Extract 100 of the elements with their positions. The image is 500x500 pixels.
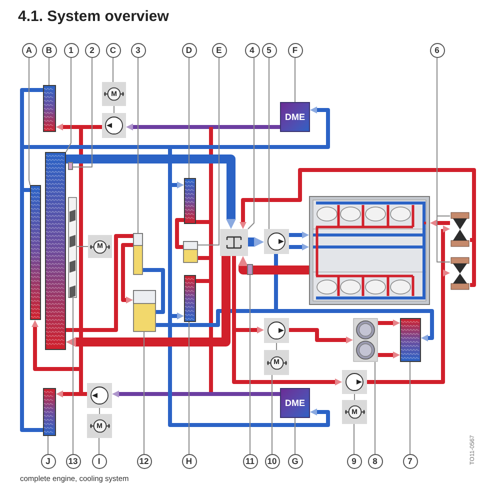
coolant-pipe bbox=[289, 244, 309, 250]
coolant-pipe bbox=[211, 392, 280, 396]
callout-number: 2 bbox=[84, 43, 100, 58]
leader-line bbox=[72, 298, 74, 454]
coolant-pipe bbox=[56, 124, 81, 130]
leader-line bbox=[248, 58, 254, 230]
callout-number: 7 bbox=[402, 454, 418, 469]
callout-number: I bbox=[92, 454, 106, 469]
callout-number: 11 bbox=[242, 454, 258, 469]
coolant-pipe bbox=[196, 279, 211, 283]
leader-line bbox=[28, 58, 30, 186]
callout-number: A bbox=[22, 43, 36, 58]
callout-number: 12 bbox=[136, 454, 152, 469]
coolant-pipe bbox=[79, 369, 83, 394]
heat-exchanger bbox=[43, 85, 56, 132]
coolant-pipe bbox=[248, 237, 264, 247]
coolant-pipe bbox=[170, 106, 330, 149]
coolant-pipe bbox=[198, 256, 211, 260]
leader-line bbox=[188, 58, 190, 178]
diagram-title: 4.1. System overview bbox=[18, 8, 169, 27]
callout-number: C bbox=[106, 43, 120, 58]
coolant-pipe bbox=[32, 320, 81, 371]
coolant-pipe bbox=[20, 190, 43, 432]
coolant-pipe bbox=[168, 185, 172, 316]
heat-exchanger bbox=[184, 275, 196, 322]
coolant-pipe bbox=[232, 256, 236, 330]
leader-line bbox=[374, 362, 376, 454]
coolant-pipe bbox=[274, 254, 278, 311]
pump-symbol bbox=[87, 383, 112, 408]
valve-symbol bbox=[450, 257, 470, 290]
leader-line bbox=[72, 58, 92, 168]
coolant-pipe bbox=[367, 273, 445, 384]
callout-number: 10 bbox=[264, 454, 280, 469]
coolant-pipe bbox=[289, 328, 353, 344]
coolant-pipe bbox=[209, 127, 213, 222]
pump-symbol bbox=[264, 229, 289, 254]
callout-number: F bbox=[288, 43, 302, 58]
callout-number: E bbox=[212, 43, 226, 58]
heat-exchanger bbox=[30, 185, 41, 320]
thermostat-symbol bbox=[220, 229, 248, 256]
coolant-pipe bbox=[143, 268, 165, 314]
callout-number: D bbox=[182, 43, 196, 58]
coolant-pipe bbox=[276, 309, 434, 342]
callout-number: G bbox=[288, 454, 302, 469]
coolant-pipe bbox=[168, 147, 172, 185]
coolant-pipe bbox=[470, 240, 476, 287]
sensor bbox=[68, 162, 73, 170]
coolant-pipe bbox=[20, 147, 24, 190]
leader-line bbox=[112, 58, 114, 82]
motor-box bbox=[88, 235, 112, 258]
heat-exchanger bbox=[43, 388, 56, 436]
coolant-pipe bbox=[430, 220, 450, 226]
valve-symbol bbox=[450, 212, 470, 247]
coolant-pipe bbox=[66, 154, 236, 229]
leader-line bbox=[188, 322, 190, 454]
coolant-pipe bbox=[211, 125, 280, 129]
coolant-pipe bbox=[168, 316, 330, 427]
coolant-tank bbox=[133, 233, 143, 275]
coolant-pipe bbox=[196, 220, 211, 224]
coolant-pipe bbox=[66, 256, 230, 347]
callout-number: 1 bbox=[64, 43, 78, 58]
leader-line bbox=[294, 58, 296, 102]
coolant-pipe bbox=[126, 124, 211, 130]
motor-shaft bbox=[354, 394, 355, 400]
motor-box bbox=[264, 350, 289, 375]
pump-symbol bbox=[342, 370, 367, 394]
motor-box bbox=[87, 414, 112, 438]
coolant-pipe bbox=[22, 145, 170, 149]
pump-symbol bbox=[102, 113, 126, 138]
coolant-tank bbox=[133, 290, 156, 332]
coolant-pipe bbox=[209, 222, 213, 258]
leader-line bbox=[48, 58, 50, 86]
leader-line bbox=[436, 216, 450, 262]
callout-number: H bbox=[182, 454, 196, 469]
coolant-pipe bbox=[378, 352, 400, 358]
coolant-tank bbox=[183, 241, 198, 263]
coolant-pipe bbox=[66, 234, 133, 332]
motor-shaft bbox=[276, 342, 277, 350]
coolant-pipe bbox=[289, 232, 309, 238]
control-unit: DME bbox=[280, 102, 310, 132]
callout-number: 3 bbox=[130, 43, 146, 58]
leader-line bbox=[66, 58, 72, 152]
coolant-pipe bbox=[209, 281, 213, 394]
heat-exchanger bbox=[184, 178, 196, 224]
control-unit: DME bbox=[280, 388, 310, 418]
coolant-pipe bbox=[81, 125, 102, 129]
coolant-pipe bbox=[112, 390, 211, 398]
leader-line bbox=[198, 58, 220, 246]
coolant-pipe bbox=[378, 320, 400, 326]
sensor bbox=[247, 264, 253, 275]
motor-shaft bbox=[99, 408, 100, 414]
electric-fan bbox=[68, 197, 77, 298]
leader-line bbox=[268, 58, 270, 230]
callout-number: 9 bbox=[346, 454, 362, 469]
coolant-pipe bbox=[441, 270, 450, 276]
callout-number: 4 bbox=[244, 43, 260, 58]
callout-number: B bbox=[42, 43, 56, 58]
coolant-pipe bbox=[170, 312, 184, 320]
motor-box bbox=[342, 400, 367, 424]
heat-exchanger bbox=[400, 318, 421, 362]
